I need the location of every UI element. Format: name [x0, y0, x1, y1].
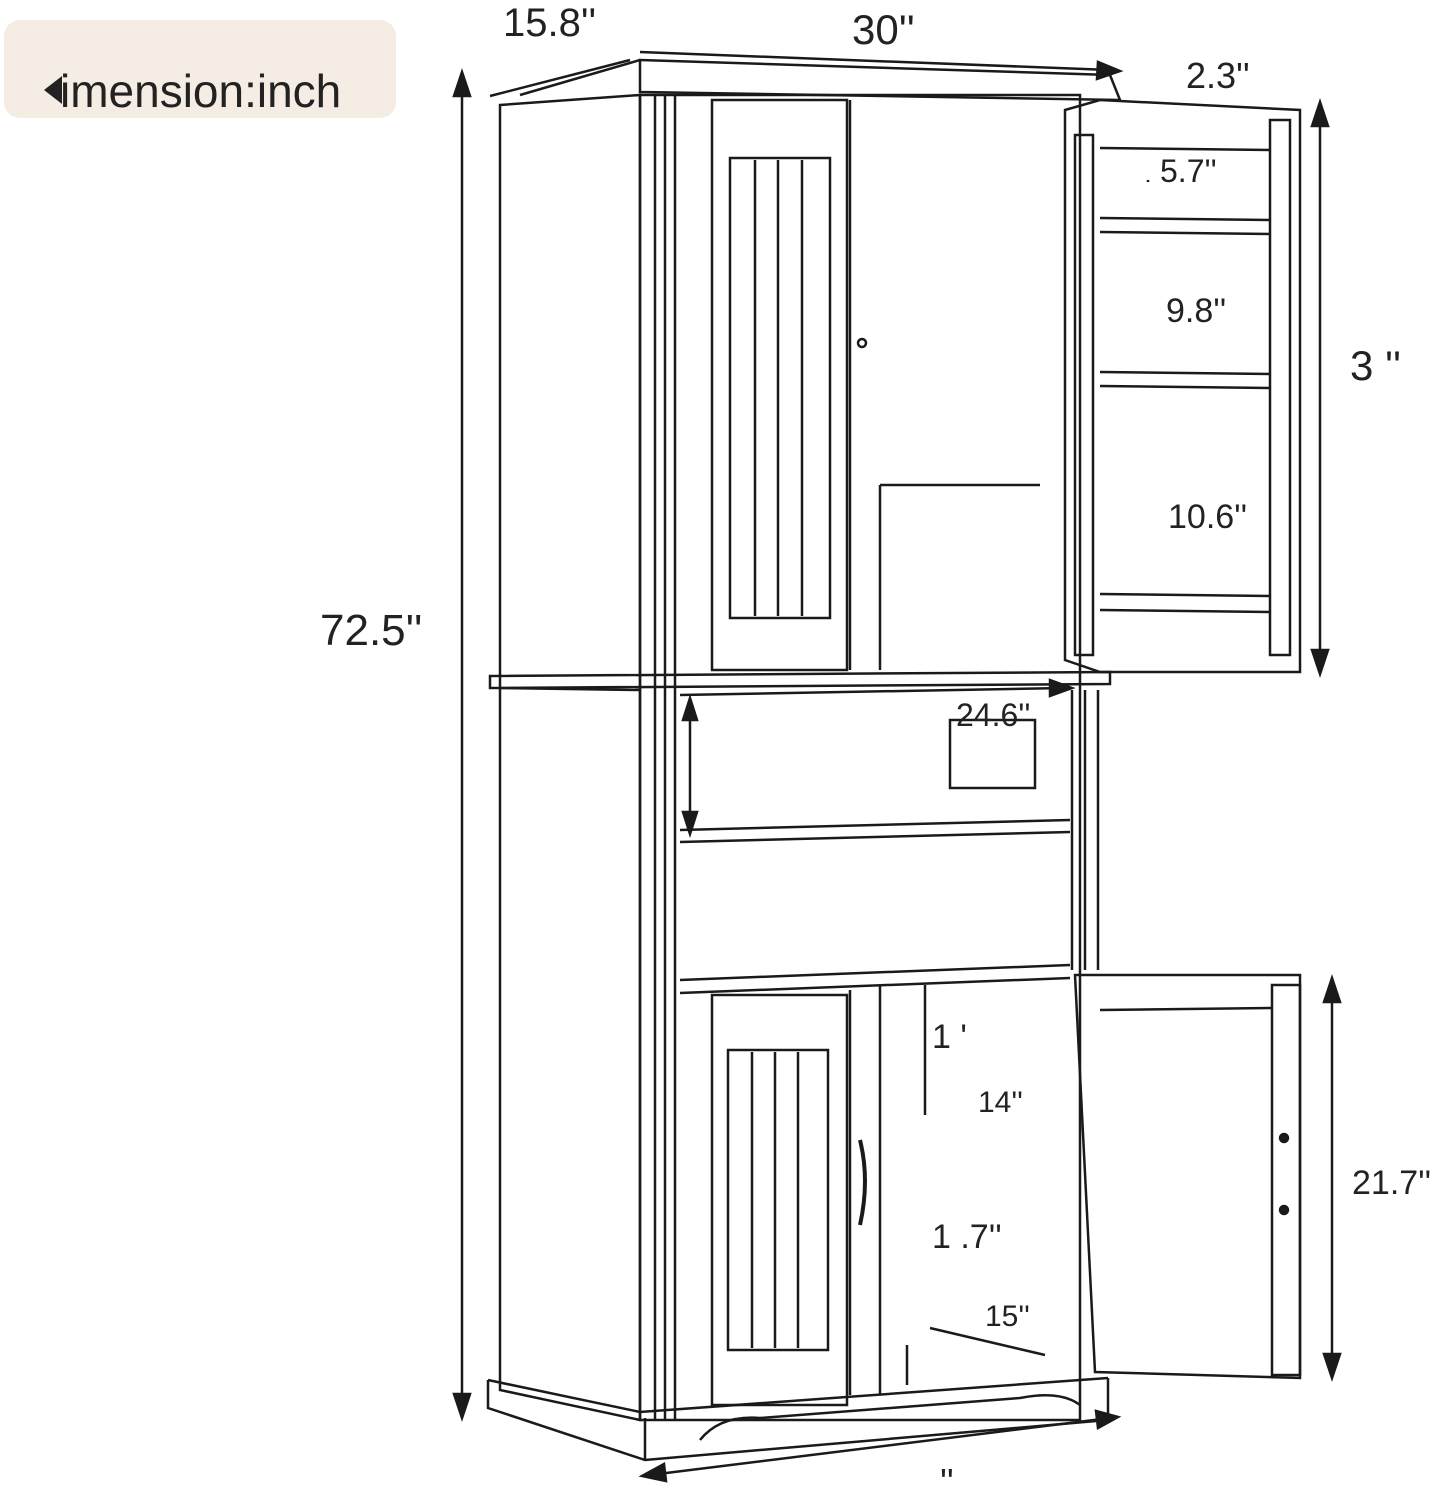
door-thickness-label: 2.3'': [1186, 55, 1250, 96]
shelf-gap-2-label: 10.6'': [1168, 498, 1247, 536]
door-handle: [858, 1139, 867, 1226]
lower-left-door-panel: [726, 1048, 830, 1352]
front-frame: [638, 93, 1082, 1422]
lower-dim-2-label: 1 .7'': [932, 1218, 1002, 1256]
side-panel: [498, 93, 642, 1422]
base-dim-line: [649, 1416, 1111, 1477]
width-dim-line: [639, 50, 1111, 72]
dimension-unit-label: imension:inch: [60, 65, 342, 117]
inner-width-label: 24.6'': [956, 697, 1031, 733]
left-arrow-icon: [44, 76, 62, 104]
lower-door-height-label: 21.7'': [1352, 1164, 1431, 1202]
shelf-gap-1-label: 9.8'': [1166, 292, 1226, 330]
lower-left-door: [710, 993, 849, 1407]
lower-right-door-open: [1073, 973, 1302, 1380]
base-width-label: '': [940, 1461, 954, 1500]
top-left-edge: [519, 58, 641, 97]
base-skirt: [699, 1393, 1081, 1441]
door-shelf-top-label: 5.7'': [1160, 153, 1217, 189]
upper-left-door-panel: [728, 156, 832, 620]
lower-depth-label: 14'': [978, 1086, 1023, 1119]
width-label: 30'': [852, 6, 915, 53]
middle-ledge: [488, 670, 1112, 690]
upper-door-height-label: 3 '': [1350, 342, 1401, 389]
depth-label: 15.8'': [503, 1, 596, 45]
dimension-unit-badge: imension:inch: [4, 20, 396, 118]
height-total-label: 72.5'': [320, 606, 422, 655]
depth-dim-line: [489, 58, 631, 98]
lower-dim-1-label: 1 ': [932, 1018, 967, 1056]
upper-right-door-open: [1063, 98, 1302, 674]
lower-bottom-label: 15'': [985, 1300, 1030, 1333]
upper-left-door: [710, 98, 849, 672]
